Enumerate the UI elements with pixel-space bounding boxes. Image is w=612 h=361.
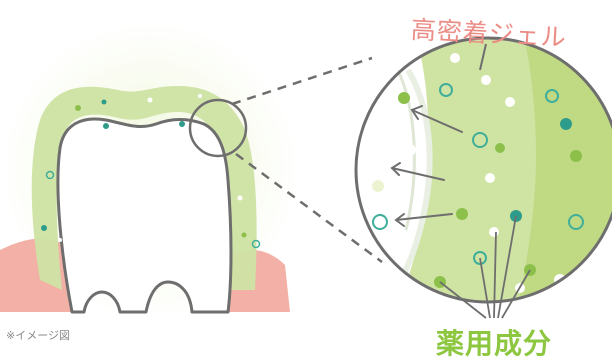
zoom-view (356, 20, 612, 320)
image-note: ※イメージ図 (6, 327, 70, 343)
tooth (58, 119, 231, 312)
ingredient-label: 薬用成分 (436, 322, 552, 361)
